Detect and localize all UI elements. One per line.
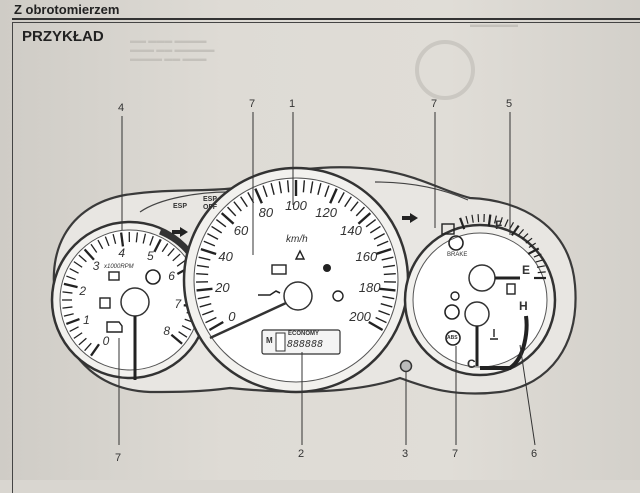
callout-4: 4 bbox=[118, 102, 124, 114]
trip-reset-knob bbox=[401, 361, 412, 372]
fuel-economy-bar bbox=[276, 333, 285, 351]
odometer-mode: M bbox=[266, 336, 273, 345]
brake-label: BRAKE bbox=[447, 252, 467, 258]
fuel-empty-label: E bbox=[522, 263, 530, 277]
speed-scale-label: 20 bbox=[207, 280, 237, 295]
callout-7-top-left: 7 bbox=[249, 98, 255, 110]
rpm-scale-label: 2 bbox=[68, 284, 98, 298]
temp-hot-label: H bbox=[519, 299, 528, 313]
rpm-scale-label: 8 bbox=[152, 324, 182, 338]
gauge-tick bbox=[384, 274, 396, 275]
instrument-cluster-illustration bbox=[0, 0, 640, 480]
callout-7-top-right: 7 bbox=[431, 98, 437, 110]
odometer-digits: 888888 bbox=[287, 339, 323, 350]
abs-label: ABS bbox=[447, 335, 458, 341]
speed-scale-label: 100 bbox=[281, 198, 311, 213]
rpm-scale-label: 1 bbox=[71, 313, 101, 327]
rpm-scale-label: 4 bbox=[107, 246, 137, 260]
speed-scale-label: 140 bbox=[336, 223, 366, 238]
rpm-scale-label: 0 bbox=[91, 334, 121, 348]
rpm-scale-label: 6 bbox=[157, 269, 187, 283]
speed-scale-label: 60 bbox=[226, 223, 256, 238]
fuel-full-label: F bbox=[495, 218, 502, 232]
esp-label: ESP bbox=[173, 203, 187, 210]
callout-3: 3 bbox=[402, 448, 408, 460]
seatbelt-icon bbox=[323, 264, 331, 272]
rpm-scale-label: 5 bbox=[135, 249, 165, 263]
speed-scale-label: 40 bbox=[211, 249, 241, 264]
speed-scale-label: 0 bbox=[217, 309, 247, 324]
economy-label: ECONOMY bbox=[288, 331, 319, 337]
callout-1: 1 bbox=[289, 98, 295, 110]
speedometer-hub bbox=[284, 282, 312, 310]
tach-unit-label: x1000RPM bbox=[104, 264, 134, 270]
temp-hub bbox=[465, 302, 489, 326]
speed-scale-label: 120 bbox=[311, 205, 341, 220]
temp-cold-label: C bbox=[467, 357, 476, 371]
manual-page: Z obrotomierzem PRZYKŁAD ▬▬ ▬▬▬ ▬▬▬▬▬▬▬ … bbox=[0, 0, 640, 480]
callout-7-bottom-left: 7 bbox=[115, 452, 121, 464]
speed-scale-label: 80 bbox=[251, 205, 281, 220]
rpm-scale-label: 7 bbox=[163, 297, 193, 311]
tachometer-hub bbox=[121, 288, 149, 316]
speed-unit-label: km/h bbox=[286, 234, 308, 245]
callout-2: 2 bbox=[298, 448, 304, 460]
gauge-tick bbox=[196, 274, 208, 275]
fuel-hub bbox=[469, 265, 495, 291]
esp-off-label: ESP OFF bbox=[201, 196, 219, 212]
gauge-tick bbox=[489, 215, 491, 227]
speed-scale-label: 160 bbox=[351, 249, 381, 264]
speed-scale-label: 180 bbox=[355, 280, 385, 295]
callout-5: 5 bbox=[506, 98, 512, 110]
callout-7-bottom-right: 7 bbox=[452, 448, 458, 460]
speed-scale-label: 200 bbox=[345, 309, 375, 324]
gauge-tick bbox=[538, 272, 546, 273]
callout-6: 6 bbox=[531, 448, 537, 460]
bleed-through-icon bbox=[417, 42, 473, 98]
